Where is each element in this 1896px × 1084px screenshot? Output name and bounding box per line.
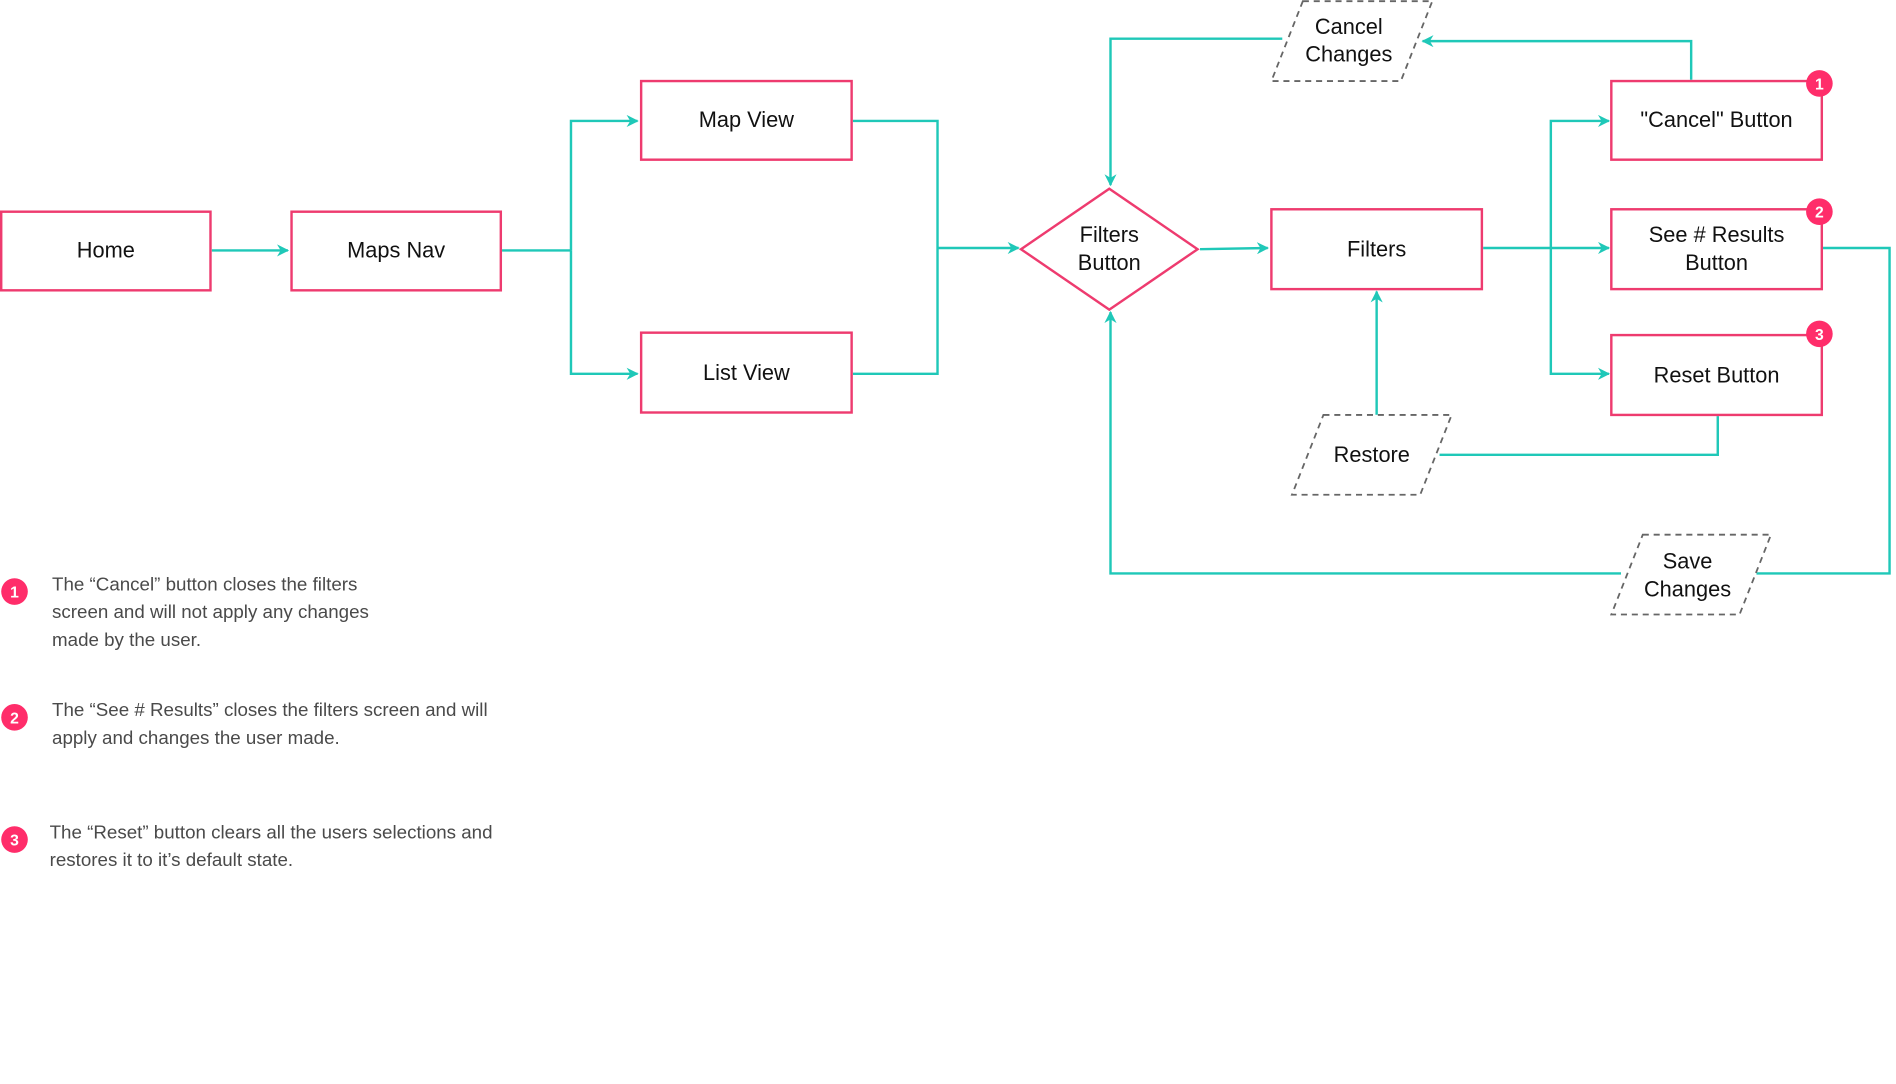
restore-label: Restore [1333, 442, 1410, 467]
connector-mapview-merge [852, 119, 939, 376]
map-view-node: Map View [639, 79, 853, 161]
cancel-changes-parallelogram [1270, 0, 1434, 82]
connector-filters-split-down [1549, 247, 1611, 380]
connector-filtersbutton-to-filters [1200, 242, 1269, 255]
filters-button-label: Filters Button [1077, 222, 1141, 275]
connector-savechanges-to-filtersbutton [1104, 310, 1621, 575]
connector-to-mapview [569, 114, 639, 251]
list-view-node: List View [639, 331, 853, 414]
note-1-text: The “Cancel” button closes the filters s… [52, 574, 369, 651]
note-3-badge: 3 [1, 826, 28, 853]
note-3-text: The “Reset” button clears all the users … [49, 822, 493, 871]
connector-cancelchanges-to-filtersbutton [1104, 37, 1283, 187]
restore-parallelogram [1290, 414, 1453, 496]
save-changes-label: Save Changes [1643, 549, 1732, 602]
see-results-button-node: See # Results Button [1610, 208, 1824, 291]
save-changes-parallelogram [1609, 533, 1773, 616]
note-2-text: The “See # Results” closes the filters s… [52, 700, 488, 749]
home-node: Home [0, 210, 212, 292]
filters-node: Filters [1270, 208, 1484, 291]
connector-cancel-to-cancelchanges [1421, 35, 1693, 80]
reset-button-badge: 3 [1806, 320, 1833, 348]
connector-reset-to-restore [1439, 414, 1719, 457]
flow-connectors [211, 0, 1891, 616]
reset-button-node: Reset Button [1610, 333, 1824, 417]
maps-nav-node: Maps Nav [290, 210, 503, 292]
see-results-button-badge: 2 [1806, 198, 1833, 226]
cancel-changes-label: Cancel Changes [1305, 14, 1393, 67]
cancel-button-badge: 1 [1806, 70, 1833, 97]
cancel-button-node: "Cancel" Button [1610, 79, 1824, 161]
note-2-badge: 2 [1, 704, 28, 731]
connector-filters-split-up [1549, 114, 1611, 248]
connector-to-listview [569, 250, 639, 380]
note-1-badge: 1 [1, 578, 28, 605]
connector-seeresults-to-savechanges [1756, 246, 1891, 575]
filters-button-diamond [1018, 187, 1200, 312]
